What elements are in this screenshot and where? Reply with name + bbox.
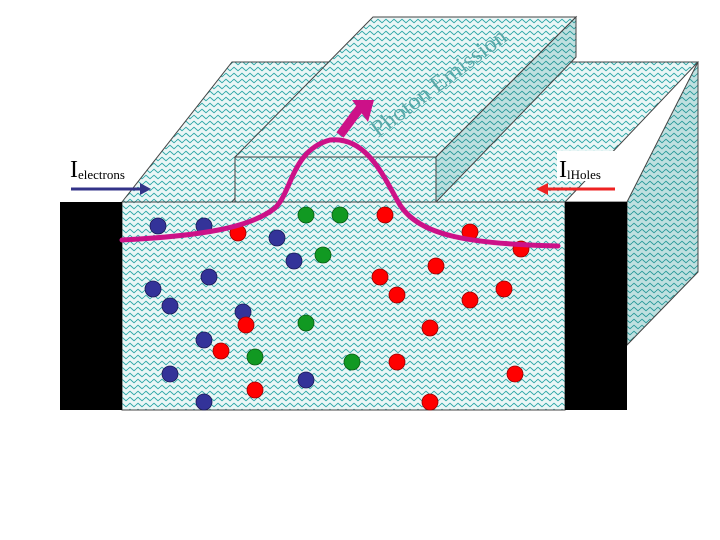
right-contact [565,202,627,410]
hole-current-sub: lHoles [567,167,601,182]
electron [200,268,218,286]
electron-current-symbol: I [70,157,78,183]
recombination-pairs [246,206,361,371]
hole [427,257,445,275]
electron [144,280,162,298]
electron-arrowhead-icon [140,183,151,195]
electrons [144,217,315,411]
hole [421,319,439,337]
recombination [297,314,315,332]
hole-current-symbol: I [559,157,567,183]
recombination [331,206,349,224]
recombination [314,246,332,264]
hole [506,365,524,383]
photon-arrow-icon [336,100,374,138]
electron [268,229,286,247]
current-path [119,137,561,249]
hole [495,280,513,298]
hole [376,206,394,224]
hole [212,342,230,360]
active-region [121,201,566,411]
hole [388,353,406,371]
hole [461,291,479,309]
electron [161,297,179,315]
hole [237,316,255,334]
recombination [246,348,264,366]
holes [212,206,530,411]
left-contact [60,202,122,410]
hole [371,268,389,286]
electron [161,365,179,383]
electron [195,331,213,349]
hole [388,286,406,304]
recombination [343,353,361,371]
hole-label-box [557,151,618,181]
hole-current-label: IlHoles [559,157,601,183]
ridge-front [234,156,437,203]
electron-current-label: Ielectrons [70,157,125,183]
hole [246,381,264,399]
electron-current-sub: electrons [78,167,125,182]
electron [285,252,303,270]
electron [195,393,213,411]
electron [297,371,315,389]
hole-arrowhead-icon [536,183,548,195]
recombination [297,206,315,224]
hole [421,393,439,411]
electron [149,217,167,235]
